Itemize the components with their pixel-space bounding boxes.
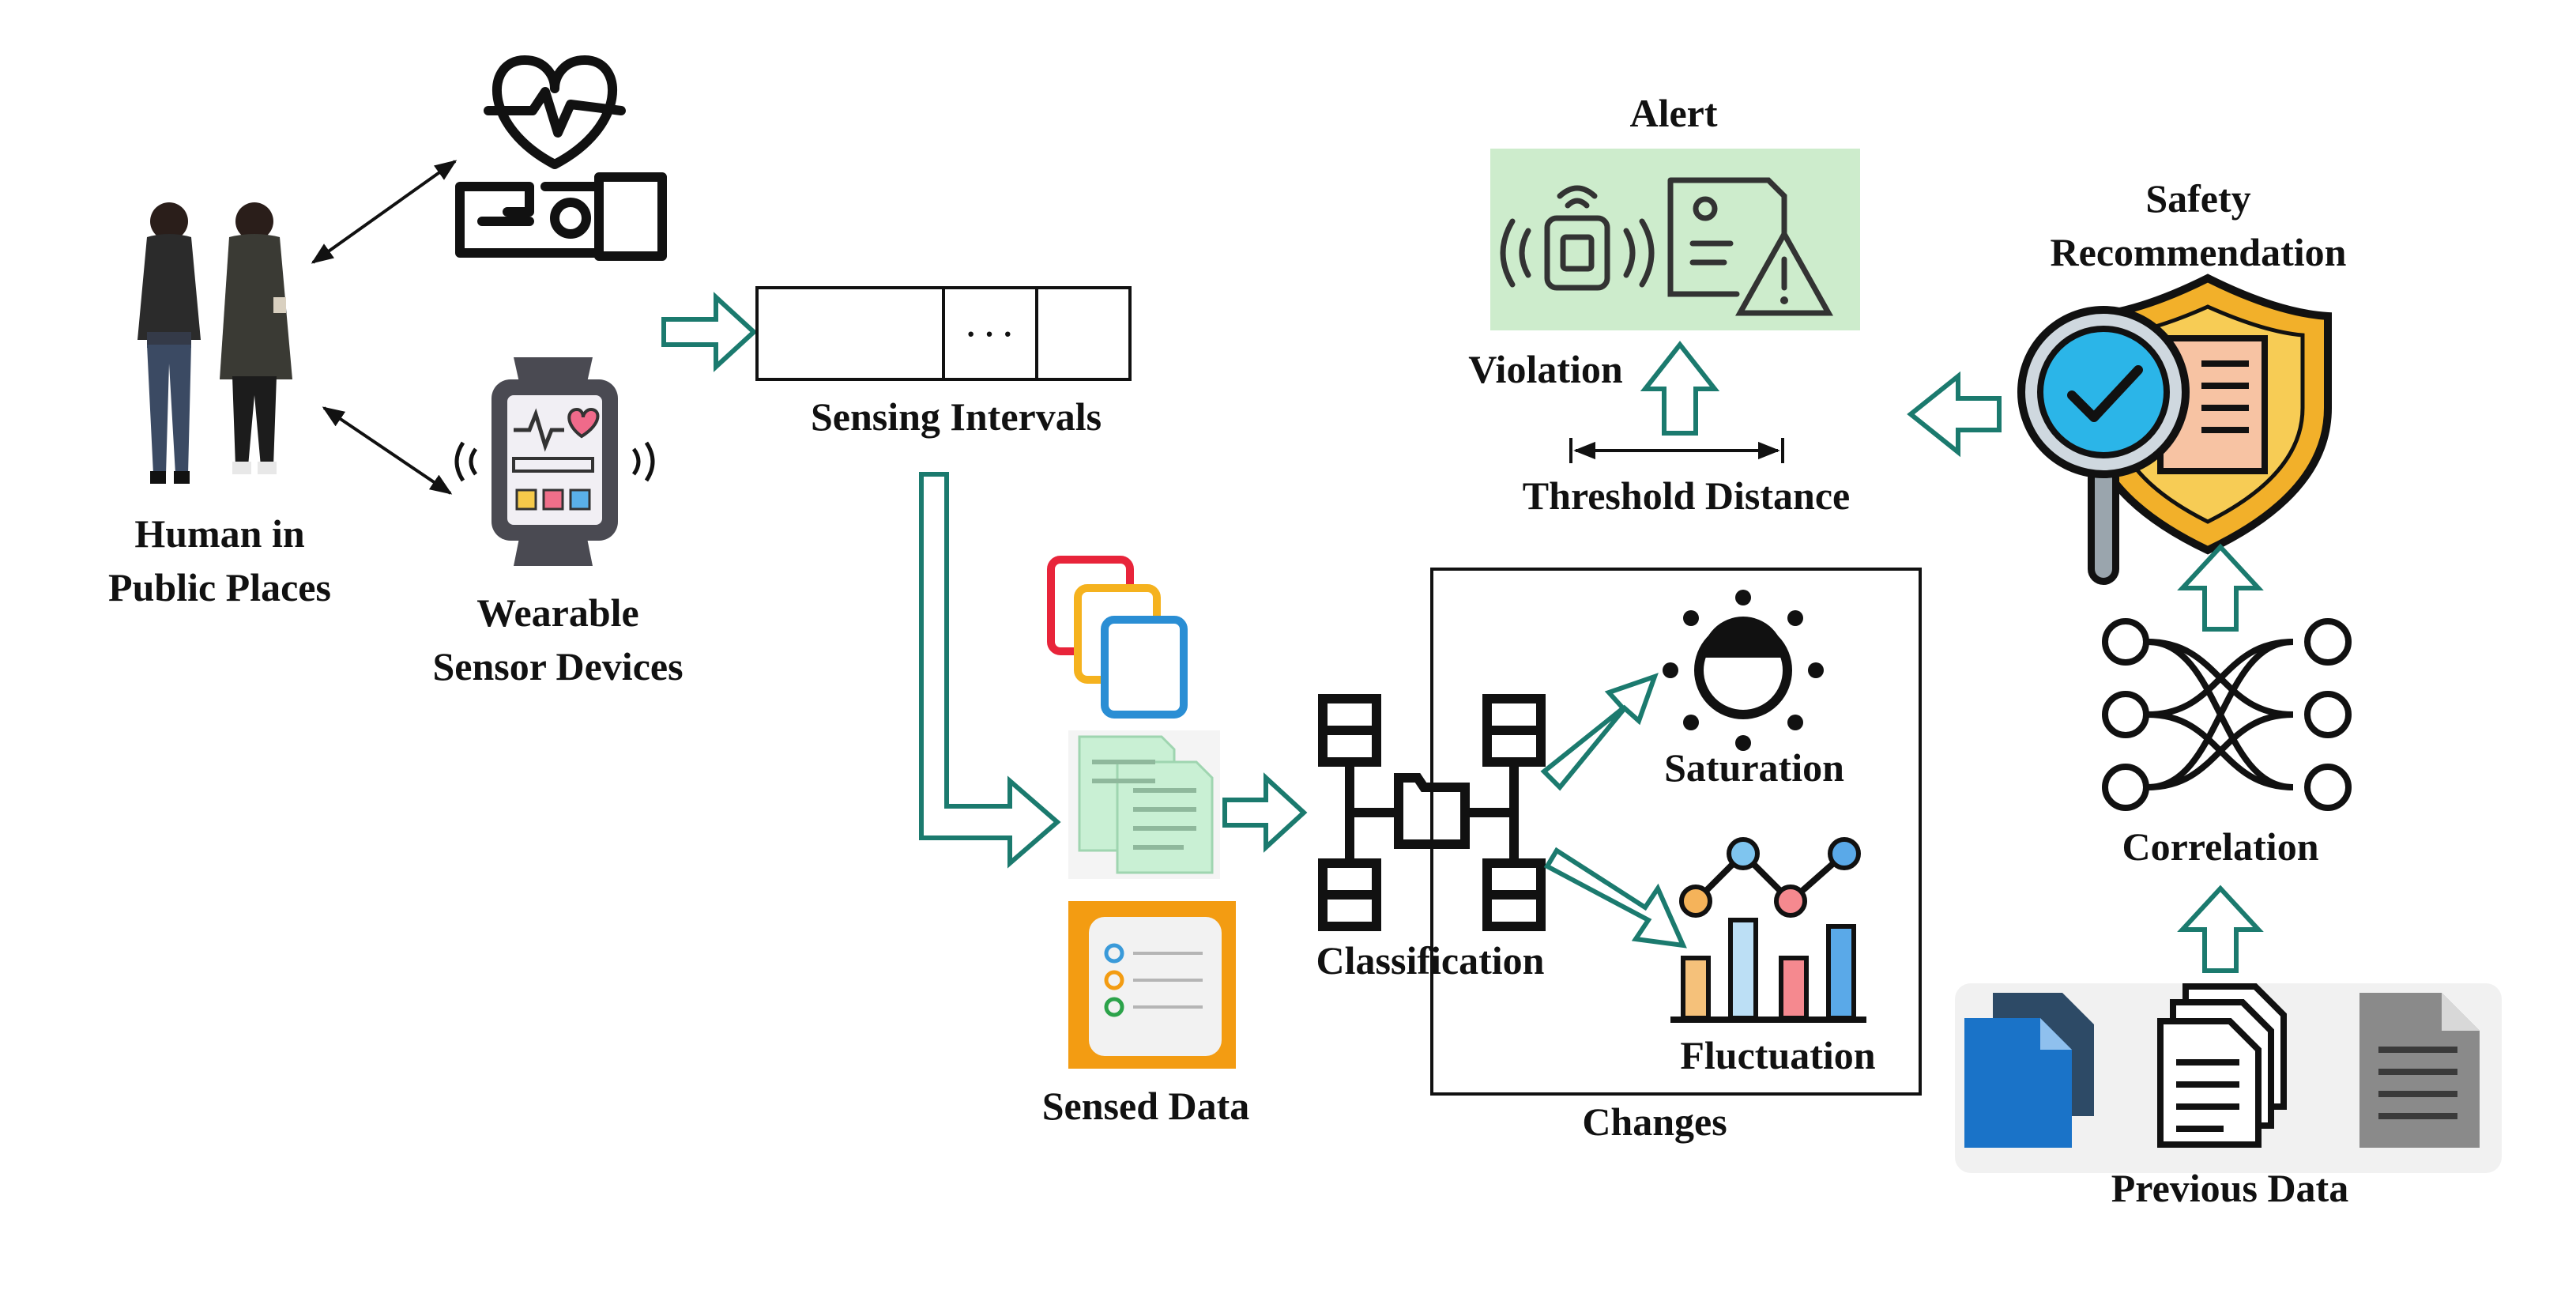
arrow-to-saturation [1540, 673, 1659, 791]
arrow-to-fluctuation [1543, 847, 1687, 949]
fluctuation-chart-icon [1670, 837, 1866, 1023]
changes-label: Changes [1582, 1100, 1727, 1144]
human-heart-connector [311, 160, 458, 264]
people-icon [137, 202, 292, 484]
arrow-intervals-to-data [919, 472, 1061, 869]
wearable-label-line1: Wearable [476, 590, 639, 635]
safety-shield-icon [2017, 273, 2332, 585]
smartwatch-icon [454, 357, 655, 566]
changes-box [1430, 568, 1922, 1096]
arrow-to-alert [1640, 341, 1720, 436]
human-watch-connector [322, 406, 453, 495]
human-label-line2: Public Places [108, 565, 331, 609]
sensing-intervals-label: Sensing Intervals [811, 394, 1102, 439]
correlation-network-icon [2102, 618, 2352, 811]
classification-hierarchy-icon [1318, 694, 1546, 931]
sensed-data-label: Sensed Data [1042, 1084, 1250, 1128]
saturation-sun-icon [1663, 590, 1824, 751]
stacked-frames-icon [1047, 556, 1188, 719]
safety-label-line1: Safety [2145, 176, 2250, 221]
threshold-distance-label: Threshold Distance [1523, 473, 1850, 518]
arrow-data-to-classification [1222, 772, 1308, 853]
heart-rate-wrist-icon [455, 55, 667, 261]
human-label-line1: Human in [134, 511, 305, 556]
arrow-to-intervals [661, 292, 758, 372]
fluctuation-label: Fluctuation [1680, 1033, 1875, 1077]
correlation-label: Correlation [2122, 824, 2318, 869]
wearable-label-line2: Sensor Devices [432, 644, 683, 688]
sensed-data-icon [1068, 901, 1236, 1069]
violation-label: Violation [1468, 347, 1623, 391]
arrow-to-correlation [2177, 885, 2264, 973]
previous-documents-icon [1955, 983, 2502, 1173]
previous-data-label: Previous Data [2111, 1166, 2348, 1210]
interval-ellipsis: · · · [966, 316, 1013, 352]
arrow-to-safety [2177, 543, 2264, 632]
alert-device-icon [1490, 149, 1860, 330]
safety-label-line2: Recommendation [2051, 230, 2347, 274]
documents-icon [1068, 730, 1220, 879]
arrow-to-alert-panel [1907, 371, 2002, 458]
saturation-label: Saturation [1664, 745, 1844, 790]
sensing-interval-bar [755, 286, 1132, 381]
alert-label: Alert [1629, 91, 1717, 135]
